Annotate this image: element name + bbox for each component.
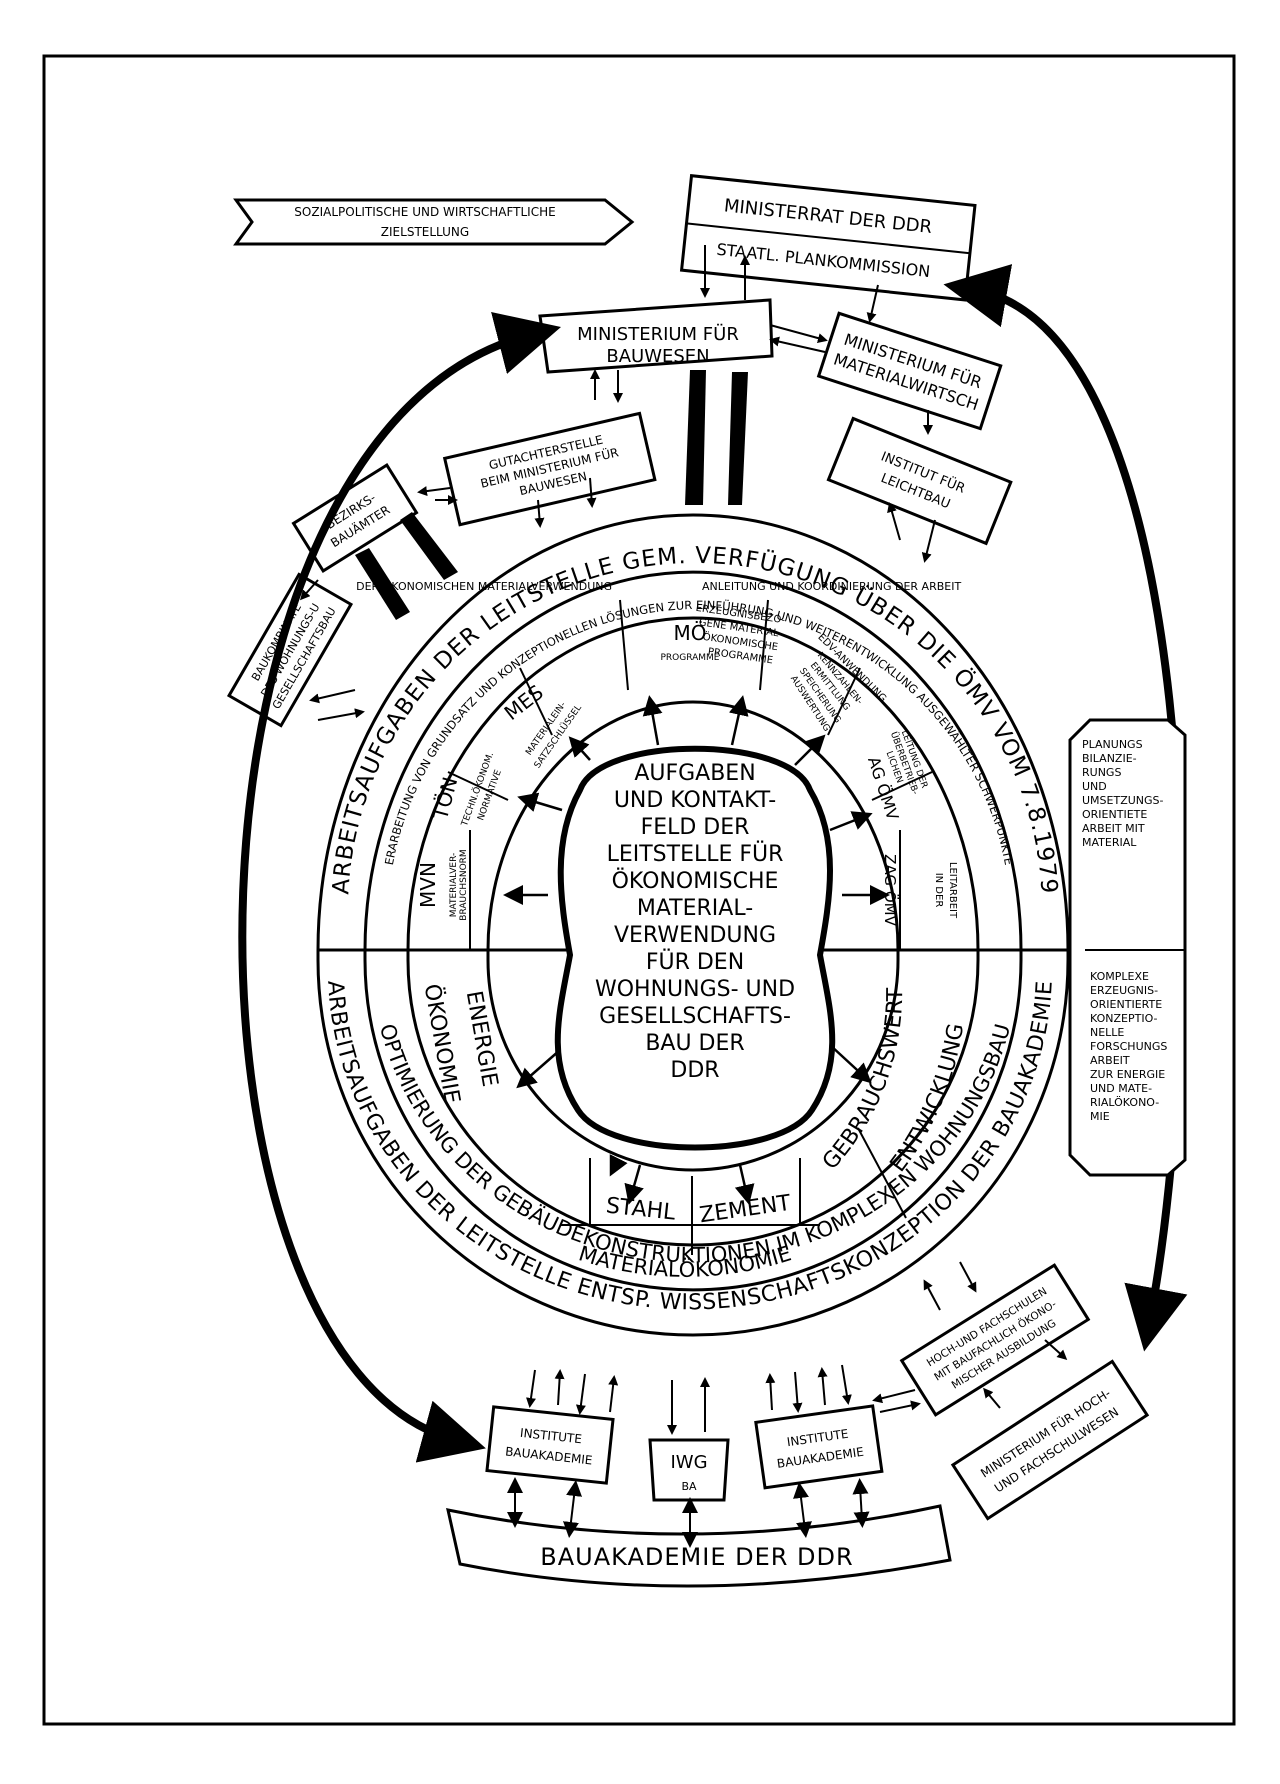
- right-panel-top-7: ARBEIT MIT: [1082, 822, 1145, 835]
- ministerrat-box: MINISTERRAT DER DDR STAATL. PLANKOMMISSI…: [679, 174, 977, 302]
- sector-mvn-abbr: MVN: [416, 862, 440, 908]
- right-panel-bottom-2: ERZEUGNIS-: [1090, 984, 1158, 997]
- divider: [759, 599, 769, 691]
- center-line-4: LEITSTELLE FÜR: [607, 841, 784, 867]
- institut-leichtbau-box: INSTITUT FÜR LEICHTBAU: [826, 416, 1013, 546]
- right-panel-top-6: ORIENTIETE: [1082, 808, 1147, 821]
- divider: [827, 667, 861, 736]
- ministerium-bauwesen-line2: BAUWESEN: [606, 346, 709, 367]
- right-panel-top-4: UND: [1082, 780, 1107, 793]
- sector-mo-abbr: MÖ: [674, 621, 707, 645]
- center-line-6: MATERIAL-: [637, 896, 753, 921]
- center-shape: [554, 745, 836, 1151]
- big-arrow-left: [238, 312, 561, 1463]
- hochschulen-box: HOCH-UND FACHSCHULEN MIT BAUFACHLICH ÖKO…: [899, 1263, 1091, 1417]
- right-panel-bottom-11: MIE: [1090, 1110, 1110, 1123]
- institute-left-line1: INSTITUTE: [519, 1426, 582, 1446]
- center-line-3: FELD DER: [641, 815, 750, 840]
- bauakademie-label: BAUAKADEMIE DER DDR: [540, 1543, 853, 1571]
- institute-left-box: INSTITUTE BAUAKADEMIE: [485, 1405, 615, 1485]
- goal-arrow-line2: ZIELSTELLUNG: [381, 225, 469, 239]
- iwg-line1: IWG: [670, 1452, 707, 1473]
- center-text: AUFGABEN UND KONTAKT- FELD DER LEITSTELL…: [595, 761, 795, 1083]
- right-panel-top-8: MATERIAL: [1082, 836, 1137, 849]
- ministerium-bauwesen-line1: MINISTERIUM FÜR: [577, 323, 739, 345]
- right-panel-top-3: RUNGS: [1082, 766, 1121, 779]
- center-line-7: VERWENDUNG: [614, 923, 776, 948]
- sector-zag-line1: LEITARBEIT: [947, 862, 958, 919]
- gutachterstelle-box: GUTACHTERSTELLE BEIM MINISTERIUM FÜR BAU…: [442, 411, 657, 527]
- center-line-2: UND KONTAKT-: [614, 788, 776, 813]
- ministerium-bauwesen-box: MINISTERIUM FÜR BAUWESEN: [538, 298, 774, 374]
- divider: [619, 599, 629, 691]
- bottom-connectors: [507, 1261, 1068, 1548]
- second-ring-sub-right: ANLEITUNG UND KOORDINIERUNG DER ARBEIT: [702, 580, 961, 593]
- right-panel-bottom-8: ZUR ENERGIE: [1090, 1068, 1165, 1081]
- iwg-line2: BA: [681, 1480, 697, 1493]
- bauakademie-box: BAUAKADEMIE DER DDR: [446, 1504, 952, 1588]
- sector-zag-line2: IN DER: [933, 873, 944, 908]
- sector-mo-line1: PROGRAMME: [660, 653, 719, 663]
- right-panel-bottom-6: FORSCHUNGS: [1090, 1040, 1167, 1053]
- divider: [871, 771, 933, 801]
- right-panel-bottom-1: KOMPLEXE: [1090, 970, 1149, 983]
- right-panel: PLANUNGS BILANZIE- RUNGS UND UMSETZUNGS-…: [1068, 718, 1187, 1177]
- sector-mvn-line1: MATERIALVER-: [449, 853, 459, 917]
- institute-right-box: INSTITUTE BAUAKADEMIE: [754, 1404, 884, 1490]
- right-panel-bottom-4: KONZEPTIO-: [1090, 1012, 1158, 1025]
- right-panel-top-1: PLANUNGS: [1082, 738, 1143, 751]
- ministerium-material-box: MINISTERIUM FÜR MATERIALWIRTSCH: [816, 311, 1003, 431]
- right-panel-top-2: BILANZIE-: [1082, 752, 1137, 765]
- right-panel-bottom-9: UND MATE-: [1090, 1082, 1152, 1095]
- center-line-5: ÖKONOMISCHE: [612, 868, 779, 894]
- center-line-10: GESELLSCHAFTS-: [599, 1004, 791, 1029]
- center-line-1: AUFGABEN: [634, 761, 755, 786]
- right-panel-bottom-7: ARBEIT: [1090, 1054, 1130, 1067]
- page-border: [42, 54, 1236, 1726]
- right-panel-bottom-3: ORIENTIERTE: [1090, 998, 1162, 1011]
- sector-mvn-line2: BRAUCHSNORM: [459, 849, 469, 920]
- iwg-box: IWG BA: [648, 1438, 730, 1502]
- right-panel-bottom-5: NELLE: [1090, 1026, 1124, 1039]
- right-panel-bottom-10: RIALÖKONO-: [1090, 1096, 1159, 1109]
- center-line-9: WOHNUNGS- UND: [595, 977, 795, 1002]
- goal-arrow: SOZIALPOLITISCHE UND WIRTSCHAFTLICHE ZIE…: [233, 198, 635, 246]
- goal-arrow-line1: SOZIALPOLITISCHE UND WIRTSCHAFTLICHE: [294, 205, 555, 219]
- baukombinate-box: BAUKOMBINATE DES WOHNUNGS-U GESELLSCHAFT…: [226, 572, 354, 728]
- sector-mo: MÖ PROGRAMME: [660, 621, 719, 663]
- right-panel-top-5: UMSETZUNGS-: [1082, 794, 1164, 807]
- divider: [857, 1127, 907, 1219]
- center-line-12: DDR: [670, 1058, 719, 1083]
- center-line-11: BAU DER: [645, 1031, 744, 1056]
- sector-zag-abbr: ZAG ÖMV: [881, 854, 900, 926]
- center-line-8: FÜR DEN: [646, 949, 744, 975]
